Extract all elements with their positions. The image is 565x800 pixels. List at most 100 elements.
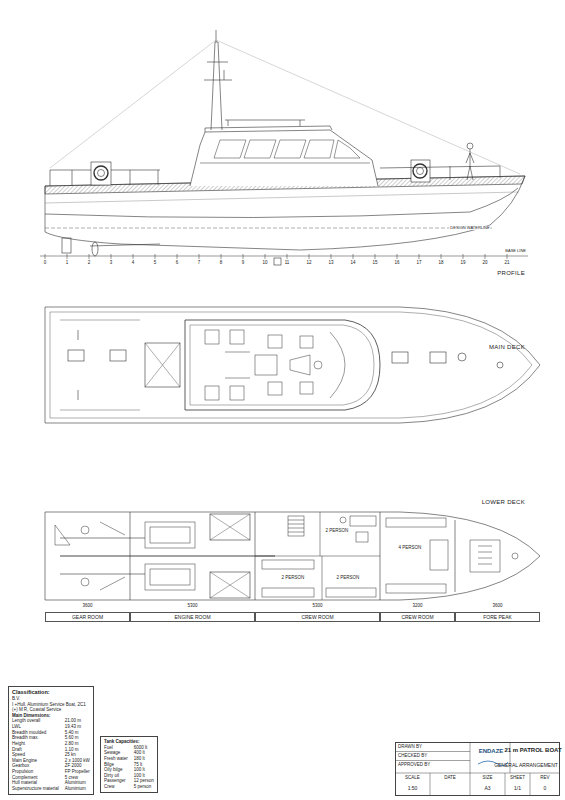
table-cell: Sewage <box>104 750 128 756</box>
drawing-title: GENERAL ARRANGEMENT <box>494 762 558 768</box>
frame-number: 10 <box>262 261 267 266</box>
cabin-label: 2 PERSON <box>325 529 350 534</box>
baseline-label: BASE LINE <box>505 249 526 253</box>
table-cell: Superstructure material <box>12 786 59 792</box>
table-cell: 100 lt <box>134 773 154 779</box>
table-cell: FP Propeller <box>65 769 90 775</box>
view-title: MAIN DECK <box>489 344 525 351</box>
title-value: 1/1 <box>514 786 521 792</box>
table-cell: ZF 2000 <box>65 763 90 769</box>
table-cell: 2 x 1000 kW <box>65 758 90 764</box>
frame-tick <box>199 254 200 259</box>
frame-number: 3 <box>110 261 113 266</box>
compartment-name: FORE PEAK <box>483 614 512 620</box>
table-heading: Main Dimensions: <box>12 713 90 719</box>
frame-tick <box>375 254 376 259</box>
title-block: ENDAZE21 m PATROL BOATGENERAL ARRANGEMEN… <box>395 742 560 796</box>
table-cell: 5 crew <box>65 775 90 781</box>
frame-tick <box>243 254 244 259</box>
frame-tick <box>155 254 156 259</box>
table-cell: Main Engine <box>12 758 59 764</box>
title-field: DRAWN BY <box>398 745 422 750</box>
table-cell: Fresh water <box>104 756 128 762</box>
title-value: A3 <box>484 786 490 792</box>
title-field: CHECKED BY <box>398 754 427 759</box>
table-heading: (+) M R, Coastal Service <box>12 707 90 713</box>
frame-number: 5 <box>154 261 157 266</box>
frame-tick <box>353 254 354 259</box>
table-cell: Hull material <box>12 780 59 786</box>
frame-number: 14 <box>350 261 355 266</box>
compartment-band: GEAR ROOM <box>45 612 130 622</box>
table-cell: 6000 lt <box>134 745 154 751</box>
frame-ticks <box>45 254 507 259</box>
table-heading: Tank Capacities: <box>104 739 154 745</box>
table-cell: Breadth moulded <box>12 730 59 736</box>
title-field: REV <box>540 776 549 781</box>
table-cell: 5 person <box>134 784 154 790</box>
frame-tick <box>45 254 46 259</box>
table-cell: 19.43 m <box>65 724 90 730</box>
table-cell: 5.60 m <box>65 735 90 741</box>
dimension: 3600 <box>492 604 502 609</box>
frame-number: 1 <box>66 261 69 266</box>
frame-number: 18 <box>438 261 443 266</box>
frame-number: 8 <box>220 261 223 266</box>
dimension: 5300 <box>312 604 322 609</box>
frame-number: 13 <box>328 261 333 266</box>
frame-tick <box>133 254 134 259</box>
frame-tick <box>463 254 464 259</box>
table-cell: Complement <box>12 775 59 781</box>
compartment-name: GEAR ROOM <box>72 614 103 620</box>
compartment-band: ENGINE ROOM <box>130 612 255 622</box>
frame-number: 9 <box>242 261 245 266</box>
table-cell: Aluminium <box>65 780 90 786</box>
title-field: DATE <box>444 776 456 781</box>
view-title: PROFILE <box>497 270 525 277</box>
frame-number: 4 <box>132 261 135 266</box>
dimension: 5300 <box>187 604 197 609</box>
frame-number: 0 <box>44 261 47 266</box>
title-field: APPROVED BY <box>398 763 430 768</box>
frame-number: 16 <box>394 261 399 266</box>
frame-tick <box>265 254 266 259</box>
company-logo: ENDAZE <box>479 748 504 756</box>
main-deck-plan <box>45 307 540 423</box>
table-cell: 400 lt <box>134 750 154 756</box>
table-cell: 2.80 m <box>65 741 90 747</box>
frame-tick <box>419 254 420 259</box>
table-cell: 12 person <box>134 778 154 784</box>
title-field: SIZE <box>482 776 492 781</box>
table-cell: Gearbox <box>12 763 59 769</box>
table-cell: 25 kn <box>65 752 90 758</box>
frame-tick <box>331 254 332 259</box>
frame-tick <box>221 254 222 259</box>
table-cell: Bilge <box>104 762 128 768</box>
compartment-band: CREW ROOM <box>380 612 455 622</box>
frame-tick <box>441 254 442 259</box>
frame-tick <box>287 254 288 259</box>
table-cell: Breadth max. <box>12 735 59 741</box>
table-grid: Length overall21.00 mLWL19.43 mBreadth m… <box>12 718 90 791</box>
dimension: 3200 <box>412 604 422 609</box>
table-cell: Height <box>12 741 59 747</box>
title-field: SHEET <box>510 776 525 781</box>
title-value: 0 <box>544 786 547 792</box>
table-cell: Speed <box>12 752 59 758</box>
cabin-label: 4 PERSON <box>398 546 423 551</box>
table-cell: Length overall <box>12 718 59 724</box>
frame-number: 6 <box>176 261 179 266</box>
cabin-label: 2 PERSON <box>281 576 306 581</box>
lower-deck-plan <box>45 512 540 600</box>
view-title: LOWER DECK <box>482 499 525 506</box>
table-cell: Propulsion <box>12 769 59 775</box>
frame-tick <box>67 254 68 259</box>
table-cell: LWL <box>12 724 59 730</box>
table-cell: Crew <box>104 784 128 790</box>
frame-number: 7 <box>198 261 201 266</box>
compartment-name: ENGINE ROOM <box>174 614 210 620</box>
frame-number: 21 <box>504 261 509 266</box>
compartment-name: CREW ROOM <box>301 614 333 620</box>
table-heading: Classification: <box>12 689 90 696</box>
